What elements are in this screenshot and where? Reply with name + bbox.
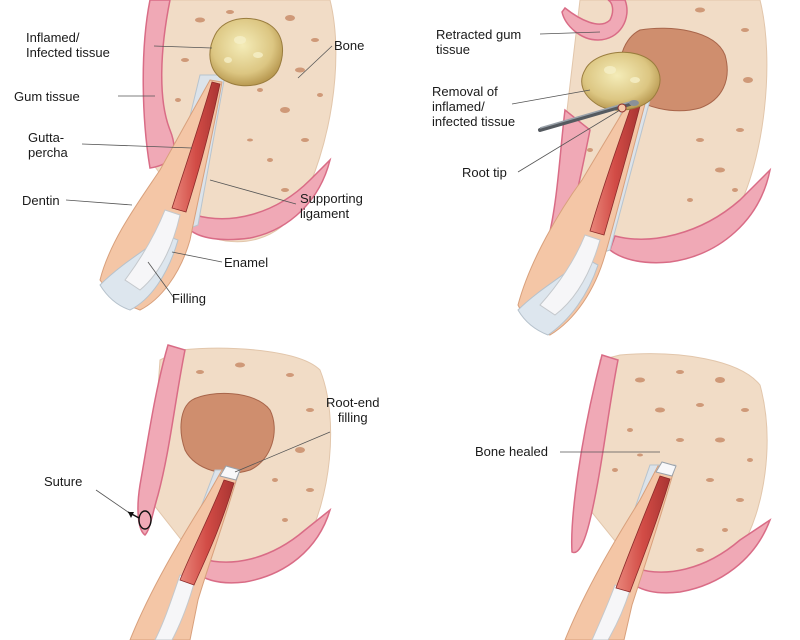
panel-1-leader-lines [65,45,333,299]
infected-tissue [581,51,661,111]
label-bone: Bone [334,38,365,53]
label-gum-tissue: Gum tissue [14,89,80,104]
infected-tissue [209,17,283,87]
panel-2-leader-lines [511,31,621,173]
gutta-percha [171,81,221,213]
label-suture: Suture [44,474,83,489]
bone-pores [175,10,323,192]
label-bone-healed: Bone healed [475,444,549,459]
bone-pores [612,370,753,552]
curette-instrument [538,100,639,132]
panel-3-leader-lines [95,431,331,513]
label-gutta-percha: Gutta-percha [28,130,68,160]
bone-pores [196,362,314,547]
label-root-tip: Root tip [462,165,507,180]
label-enamel: Enamel [224,255,269,270]
label-inflamed-infected-tissue: Inflamed/Infected tissue [26,30,110,60]
gutta-percha [589,103,641,236]
gutta-percha [615,475,671,593]
filling [539,234,601,316]
root-end-filling [655,461,677,477]
tooth-crown-root [99,79,223,311]
gum-tissue-inner [189,157,332,241]
bone-pores [587,7,753,202]
panel-2-tissue-removal [517,0,772,336]
gum-tissue-outer [571,354,619,554]
gum-tissue-inner [629,518,772,594]
panel-1-infected-tooth [99,0,337,311]
retracted-gum-flap [561,0,628,41]
gum-tissue-inner [194,507,332,584]
gutta-percha [179,479,235,586]
label-filling: Filling [172,291,206,306]
suture-arrow-icon [128,512,134,518]
gum-tissue-inner [609,167,772,264]
filling [591,584,631,640]
filling [154,574,196,640]
gum-tissue-outer [137,344,186,536]
label-dentin: Dentin [22,193,60,208]
panel-4-bone-healed [564,353,772,640]
bone-cavity [180,392,275,474]
filling [124,209,181,291]
panel-3-root-end-filling [127,344,332,640]
